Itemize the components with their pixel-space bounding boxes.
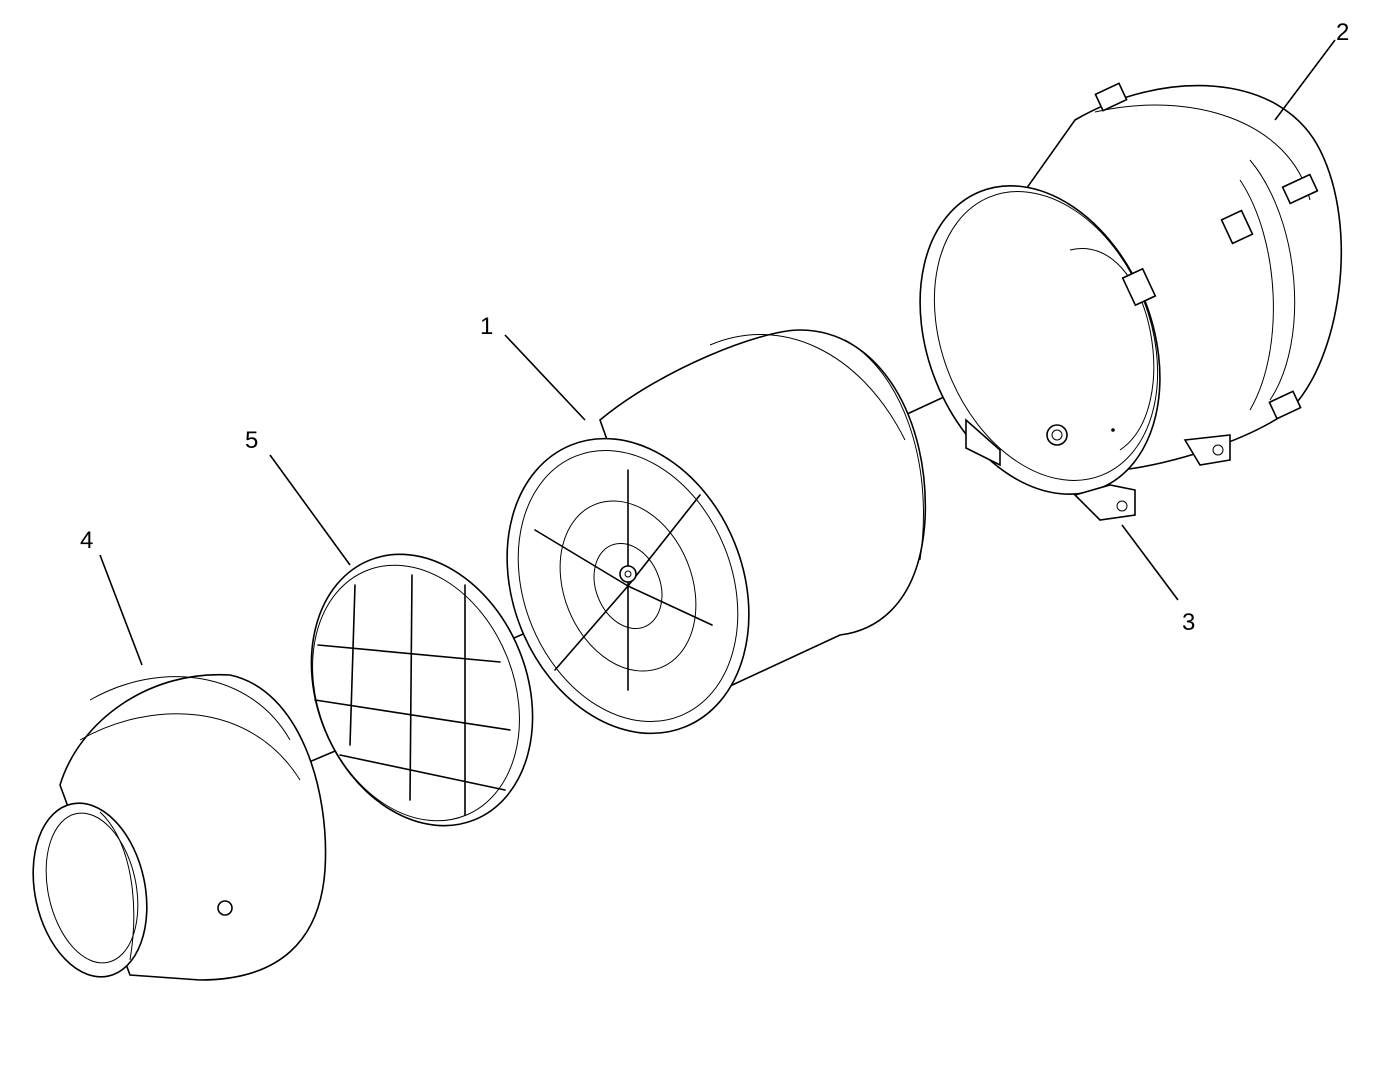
part-4-inlet-cap — [32, 673, 327, 981]
part-2-housing — [919, 82, 1343, 495]
part-3-mounting-bracket — [965, 418, 1231, 521]
housing-latch — [1094, 82, 1319, 420]
screen-grid — [314, 574, 511, 816]
callout-label-2: 2 — [1336, 19, 1349, 46]
callout-label-4: 4 — [80, 527, 93, 554]
callout-label-5: 5 — [245, 427, 258, 454]
part-5-screen-disc — [310, 553, 534, 827]
callout-leaders — [99, 39, 1336, 666]
callout-label-1: 1 — [480, 313, 493, 340]
callout-label-3: 3 — [1182, 609, 1195, 636]
housing-port — [1046, 424, 1068, 446]
inlet-cap-port — [217, 900, 233, 916]
part-1-filter-element — [506, 329, 927, 735]
filter-spokes — [534, 469, 713, 691]
